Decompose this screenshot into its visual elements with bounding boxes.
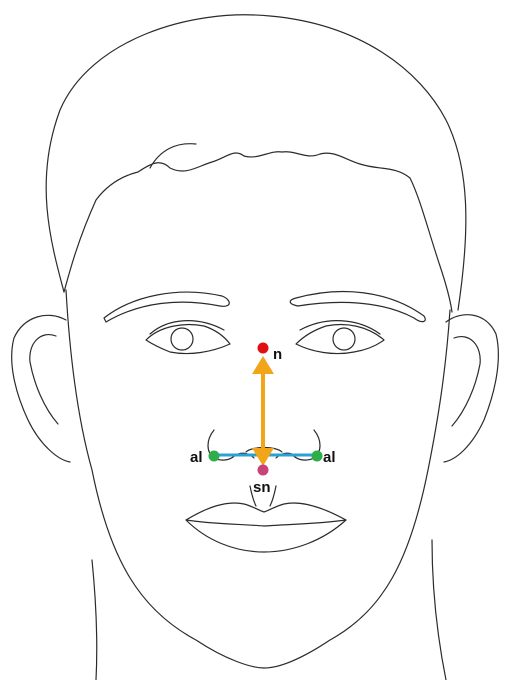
lower-lip: [186, 520, 346, 552]
right-iris: [333, 328, 355, 350]
upper-lip: [186, 503, 346, 526]
right-ear-inner: [452, 337, 480, 426]
landmark-al-left-point: [209, 451, 220, 462]
right-eyebrow: [290, 292, 425, 322]
landmark-n-label: n: [273, 346, 282, 363]
face-line-art: [12, 15, 499, 680]
left-eye-crease: [150, 321, 224, 334]
right-ear: [444, 315, 498, 462]
landmark-al-right-point: [312, 451, 323, 462]
landmark-al-left-label: al: [190, 449, 203, 466]
hair-strand: [150, 144, 196, 168]
nose-height-arrowhead-top: [252, 356, 274, 374]
landmark-sn-label: sn: [253, 479, 271, 496]
hairline: [64, 152, 452, 312]
neck-left: [92, 560, 97, 680]
left-ear: [12, 315, 70, 462]
left-eye: [146, 325, 230, 354]
left-iris: [171, 328, 193, 350]
hair-outline: [46, 15, 466, 310]
left-ear-inner: [30, 335, 58, 424]
nose-height-arrowhead-bottom: [252, 448, 274, 466]
landmark-n-point: [258, 343, 269, 354]
neck-right: [432, 540, 446, 680]
landmark-sn-point: [258, 465, 269, 476]
face-right-contour: [264, 310, 450, 668]
landmark-al-right-label: al: [323, 449, 336, 466]
left-eyebrow: [104, 292, 229, 322]
